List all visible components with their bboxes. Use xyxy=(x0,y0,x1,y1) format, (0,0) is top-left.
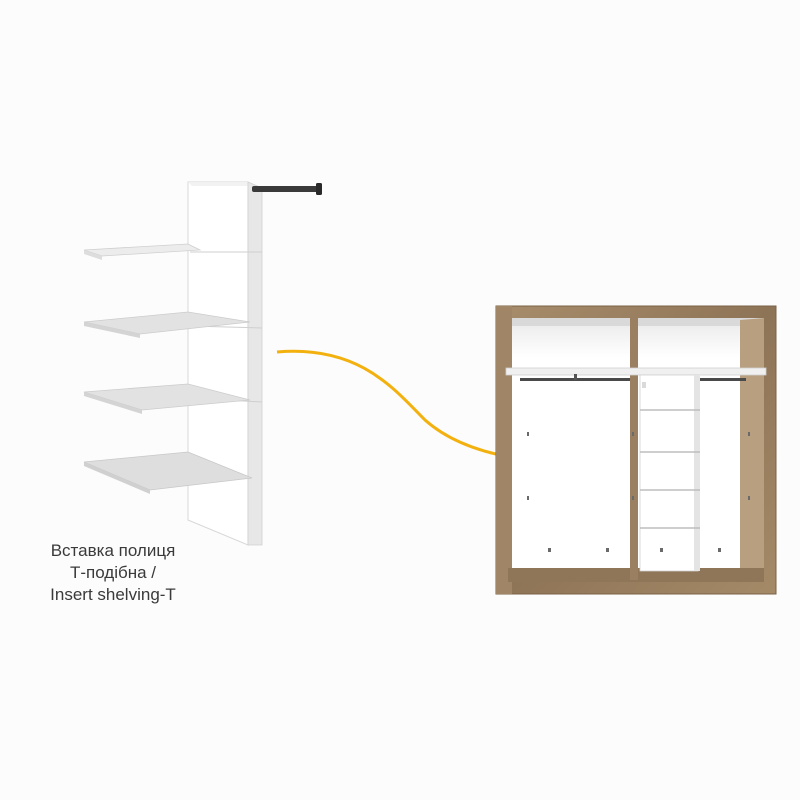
shelf-3 xyxy=(83,383,251,414)
caption-line-3: Insert shelving-T xyxy=(50,585,176,604)
insert-caption: Вставка полиця Т-подібна / Insert shelvi… xyxy=(18,540,208,606)
hanging-rail xyxy=(252,183,322,195)
wardrobe-illustration xyxy=(495,305,777,595)
t-shelf-insert-illustration xyxy=(83,181,322,546)
shelf-1 xyxy=(83,243,202,260)
shelf-pins xyxy=(527,432,750,552)
caption-line-1: Вставка полиця xyxy=(50,541,176,560)
caption-line-2: Т-подібна / xyxy=(69,563,157,582)
shelf-2 xyxy=(83,311,251,338)
inserted-shelf-unit xyxy=(639,374,700,572)
shelf-4 xyxy=(83,451,253,494)
